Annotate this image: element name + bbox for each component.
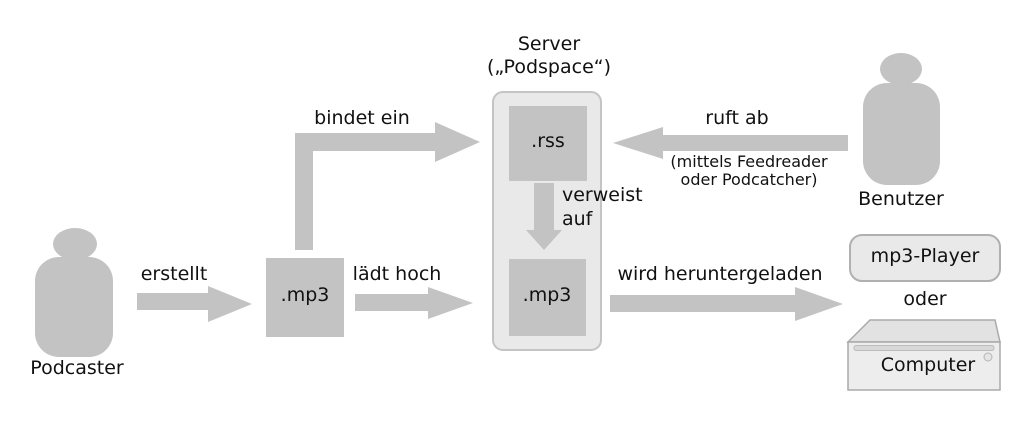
server-title-line1: Server <box>517 33 581 55</box>
mp3-file-box <box>266 258 344 337</box>
ruft-ab-arrow <box>613 127 848 159</box>
mp3-player-label: mp3-Player <box>870 245 980 267</box>
rss-file-label: .rss <box>531 130 565 152</box>
server-mp3-file-label: .mp3 <box>522 284 572 306</box>
oder-label: oder <box>903 288 947 310</box>
laedt-hoch-arrow <box>355 287 473 319</box>
computer-drive-slot <box>853 345 995 351</box>
benutzer-icon <box>863 53 940 185</box>
edge-label-erstellt: erstellt <box>140 263 208 285</box>
mp3-player-box <box>849 234 1001 282</box>
benutzer-label: Benutzer <box>858 188 944 210</box>
edge-label-wird-heruntergeladen: wird heruntergeladen <box>617 263 823 285</box>
bindet-ein-arrow <box>295 122 480 250</box>
ruft-ab-note-line2: oder Podcatcher) <box>680 170 818 189</box>
computer-power-button <box>983 352 993 362</box>
server-title-line2: („Podspace“) <box>486 56 612 78</box>
rss-file-box <box>509 106 587 181</box>
podcaster-label: Podcaster <box>30 357 124 379</box>
mp3-file-label: .mp3 <box>280 284 330 306</box>
server-mp3-file-box <box>509 259 586 336</box>
benutzer-head <box>880 53 922 85</box>
edge-label-verweist: verweist <box>562 184 643 206</box>
edge-label-bindet-ein: bindet ein <box>314 107 410 129</box>
computer-icon <box>846 319 1001 391</box>
ruft-ab-note-line1: (mittels Feedreader <box>670 152 828 171</box>
computer-top-face <box>846 319 1001 343</box>
edge-label-laedt-hoch: lädt hoch <box>352 263 442 285</box>
podcaster-body <box>35 257 113 357</box>
edge-label-auf: auf <box>562 208 593 230</box>
podcaster-head <box>53 228 97 260</box>
computer-label: Computer <box>880 354 976 376</box>
erstellt-arrow <box>137 286 252 322</box>
benutzer-body <box>863 83 940 185</box>
edge-label-ruft-ab: ruft ab <box>705 107 769 129</box>
wird-heruntergeladen-arrow <box>610 287 843 321</box>
podcaster-icon <box>35 228 113 357</box>
verweist-auf-arrow <box>526 183 562 250</box>
